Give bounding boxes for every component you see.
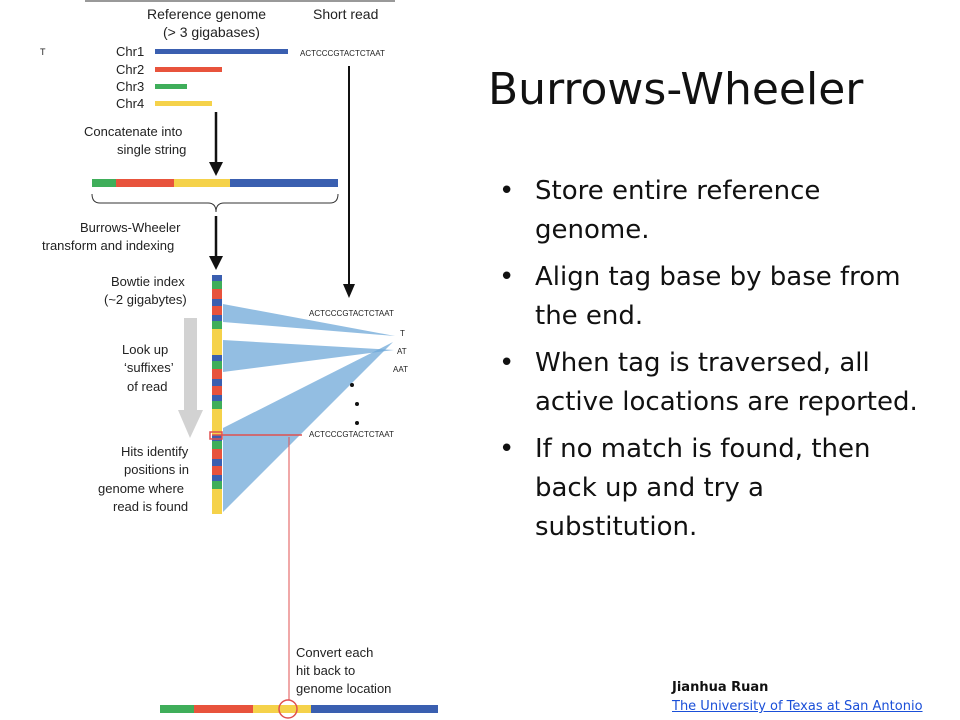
bwt-line2: transform and indexing — [42, 238, 174, 253]
hits-line3: genome where — [98, 481, 184, 496]
index-segment — [212, 506, 222, 514]
suffix-t: T — [400, 329, 405, 338]
chr1-label: Chr1 — [116, 44, 144, 59]
concatenate-line2: single string — [117, 142, 186, 157]
bullet-text: If no match is found, then back up and t… — [535, 434, 871, 542]
chr3-bar — [155, 84, 187, 89]
chr1-bar — [155, 49, 288, 54]
concatenated-genome-bar — [92, 179, 338, 187]
index-segment — [212, 466, 222, 475]
header-reference-line1: Reference genome — [147, 6, 266, 22]
bowtie-index-strip — [212, 275, 222, 514]
concatenate-arrowhead — [209, 162, 223, 176]
convert-line3: genome location — [296, 681, 391, 696]
edge-mark: T — [40, 47, 46, 57]
cone-t — [223, 304, 395, 336]
index-segment — [212, 369, 222, 379]
read-sequence-mid: ACTCCCGTACTCTAAT — [309, 309, 394, 318]
chr2-label: Chr2 — [116, 62, 144, 77]
index-segment — [212, 315, 222, 321]
index-segment — [212, 299, 222, 306]
index-segment — [212, 339, 222, 346]
bwt-line1: Burrows-Wheeler — [80, 220, 181, 235]
index-segment — [212, 386, 222, 395]
lookup-line1: Look up — [122, 342, 168, 357]
index-segment — [212, 409, 222, 419]
bullet-item: •Store entire reference genome. — [499, 176, 821, 245]
index-segment — [212, 435, 222, 441]
bullet-list: •Store entire reference genome. •Align t… — [495, 172, 925, 555]
hits-line4: read is found — [113, 499, 188, 514]
bowtie-line1: Bowtie index — [111, 274, 185, 289]
index-segment — [212, 379, 222, 386]
index-segment — [212, 475, 222, 481]
header-short-read: Short read — [313, 6, 378, 22]
index-segment — [212, 499, 222, 506]
index-segment — [212, 281, 222, 289]
index-segment — [212, 395, 222, 401]
read-sequence-hit: ACTCCCGTACTCTAAT — [309, 430, 394, 439]
hit-location-circle — [278, 699, 298, 719]
bullet-text: When tag is traversed, all active locati… — [535, 348, 918, 417]
index-segment — [212, 321, 222, 329]
lookup-arrow-shaft — [184, 318, 197, 412]
index-segment — [212, 459, 222, 466]
chr3-label: Chr3 — [116, 79, 144, 94]
concatenate-line1: Concatenate into — [84, 124, 182, 139]
index-segment — [212, 329, 222, 339]
chr4-bar — [155, 101, 212, 106]
author-name: Jianhua Ruan — [672, 680, 769, 695]
hits-line2: positions in — [124, 462, 189, 477]
bwt-arrowhead — [209, 256, 223, 270]
index-segment — [212, 306, 222, 315]
convert-line1: Convert each — [296, 645, 373, 660]
read-arrowhead — [343, 284, 355, 298]
bowtie-figure: T Reference genome (> 3 gigabases) Short… — [40, 0, 438, 719]
convert-line2: hit back to — [296, 663, 355, 678]
lookup-line2: ‘suffixes’ — [124, 360, 174, 375]
suffix-at: AT — [397, 347, 407, 356]
hits-line1: Hits identify — [121, 444, 189, 459]
index-segment — [212, 426, 222, 435]
slide-title: Burrows-Wheeler — [488, 64, 864, 115]
index-segment — [212, 361, 222, 369]
index-segment — [212, 449, 222, 459]
cone-at — [223, 340, 394, 372]
index-segment — [212, 346, 222, 355]
bowtie-line2: (~2 gigabytes) — [104, 292, 187, 307]
lookup-arrow-head — [178, 410, 203, 438]
index-segment — [212, 481, 222, 489]
index-segment — [212, 275, 222, 281]
index-segment — [212, 355, 222, 361]
chr2-bar — [155, 67, 222, 72]
brace — [91, 193, 339, 213]
index-segment — [212, 419, 222, 426]
index-segment — [212, 489, 222, 499]
chr4-label: Chr4 — [116, 96, 144, 111]
genome-location-bar — [160, 705, 438, 713]
suffix-aat: AAT — [393, 365, 408, 374]
affiliation-link[interactable]: The University of Texas at San Antonio — [672, 699, 923, 714]
bullet-text: Align tag base by base from the end. — [535, 262, 901, 331]
lookup-line3: of read — [127, 379, 167, 394]
bullet-item: •Align tag base by base from the end. — [499, 262, 901, 331]
read-sequence-top: ACTCCCGTACTCTAAT — [300, 49, 385, 58]
hit-marker — [209, 431, 223, 440]
index-segment — [212, 401, 222, 409]
bullet-text: Store entire reference genome. — [535, 176, 821, 245]
index-segment — [212, 441, 222, 449]
index-segment — [212, 289, 222, 299]
bullet-item: •If no match is found, then back up and … — [499, 434, 871, 542]
header-reference-line2: (> 3 gigabases) — [163, 24, 260, 40]
bullet-item: •When tag is traversed, all active locat… — [499, 348, 918, 417]
